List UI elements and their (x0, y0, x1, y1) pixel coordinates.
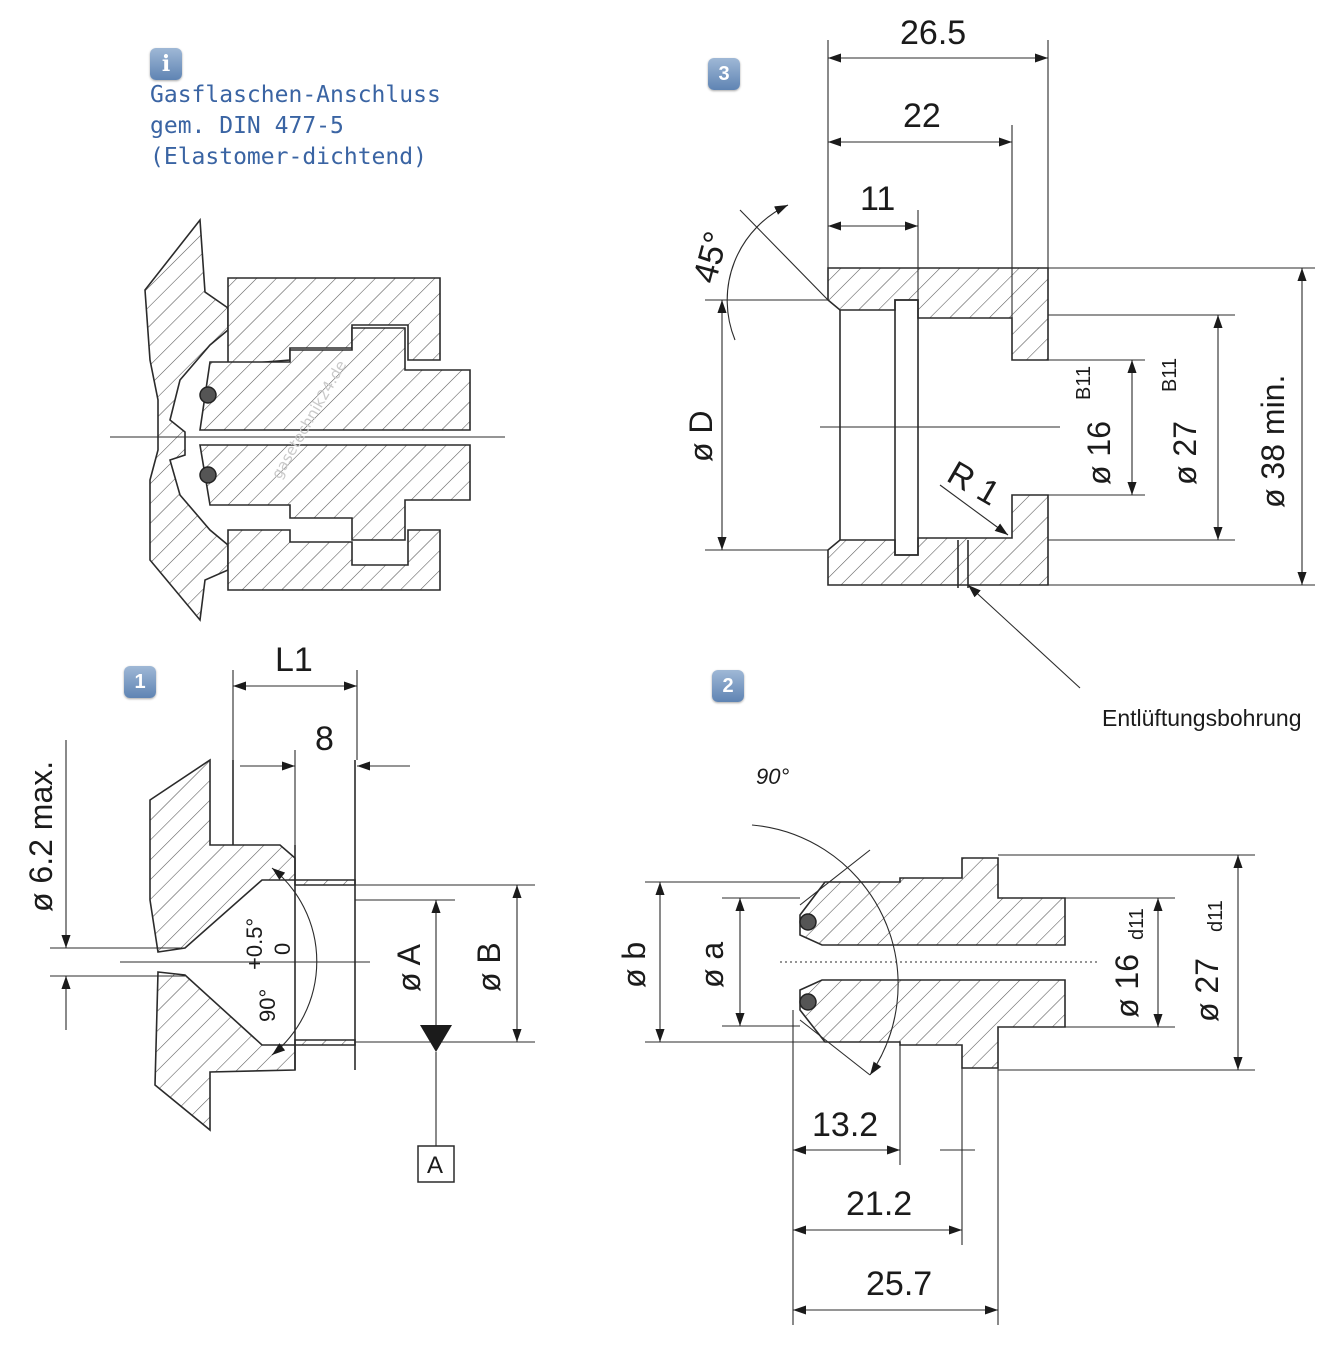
info-block: i Gasflaschen-Anschluss gem. DIN 477-5 (… (150, 48, 441, 173)
v3-radius-r1: R 1 (941, 454, 1006, 513)
v1-tol-plus: +0.5° (242, 918, 267, 970)
nipple-lower (199, 444, 471, 541)
v3-dim-11: 11 (860, 180, 895, 218)
title-line-2: gem. DIN 477-5 (150, 113, 344, 139)
badge-2: 2 (712, 670, 744, 702)
v3-tol-d27: B11 (1159, 358, 1181, 392)
v1-tol-zero: 0 (270, 943, 295, 955)
view2: 90° ø b ø a ø 16 d11 ø 27 d11 (616, 764, 1255, 1325)
v3-vent-label: Entlüftungsbohrung (1102, 705, 1302, 731)
info-icon: i (150, 48, 182, 80)
v3-dim-dD: ø D (683, 410, 719, 462)
v2-dim-21-2: 21.2 (846, 1185, 912, 1223)
badge-1: 1 (124, 666, 156, 698)
view2-lower (799, 979, 1066, 1069)
badge-3: 3 (708, 58, 740, 90)
view2-upper (799, 857, 1066, 946)
cap-nut-lower (227, 529, 441, 591)
v1-dim-d62: ø 6.2 max. (23, 761, 59, 912)
v2-dim-25-7: 25.7 (866, 1265, 932, 1303)
nipple-upper (199, 327, 471, 431)
v2-angle-90: 90° (756, 764, 789, 789)
v1-dim-8: 8 (315, 720, 334, 758)
v2-dim-13-2: 13.2 (812, 1106, 878, 1144)
view3-lower-wall (827, 494, 1049, 586)
v1-datum-a: A (427, 1152, 443, 1179)
v3-dim-26-5: 26.5 (900, 14, 966, 52)
view3-upper-wall (827, 267, 1049, 361)
title-line-1: Gasflaschen-Anschluss (150, 82, 441, 108)
v1-dim-dA: ø A (391, 943, 427, 992)
v3-dim-22: 22 (903, 97, 941, 135)
v1-angle-90: 90° (255, 989, 280, 1022)
v2-tol-d16: d11 (1126, 908, 1148, 940)
assembly-view: gasetechnik24.de (110, 217, 505, 622)
view3: 26.5 22 11 45° ø D ø 16 B11 (683, 14, 1315, 731)
v2-dim-db: ø b (616, 942, 652, 988)
v1-dim-l1: L1 (275, 641, 313, 679)
v2-dim-da: ø a (694, 942, 730, 988)
v3-dim-d38: ø 38 min. (1255, 375, 1291, 508)
v2-tol-d27: d11 (1205, 900, 1227, 932)
view1: L1 8 ø 6.2 max. 90° +0.5° 0 ø A (23, 641, 535, 1183)
v3-tol-d16: B11 (1073, 366, 1095, 400)
v3-dim-d16: ø 16 (1081, 421, 1117, 485)
v2-dim-d27: ø 27 (1189, 958, 1225, 1022)
v2-dim-d16: ø 16 (1109, 954, 1145, 1018)
v1-dim-dB: ø B (471, 942, 507, 992)
title-line-3: (Elastomer-dichtend) (150, 144, 427, 170)
v3-angle-45: 45° (686, 228, 736, 288)
v3-dim-d27: ø 27 (1167, 421, 1203, 485)
